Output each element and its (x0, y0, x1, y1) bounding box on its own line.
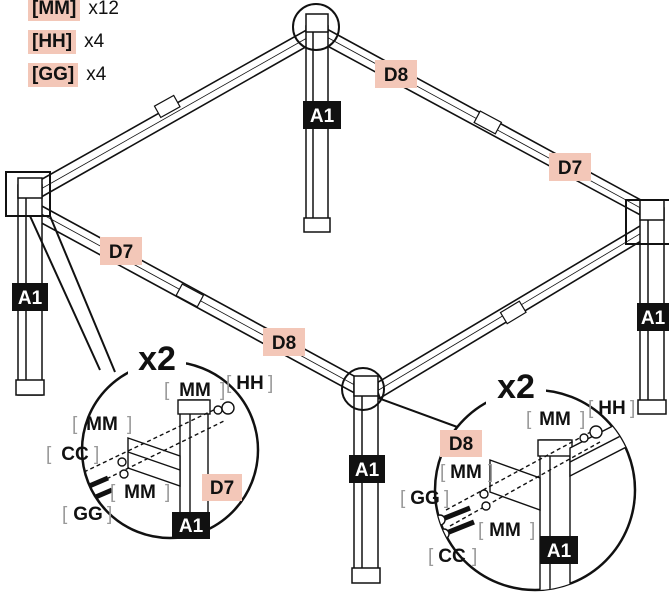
corner-marker-right (625, 199, 669, 245)
svg-text:]: ] (165, 482, 170, 503)
svg-text:[: [ (440, 462, 446, 483)
hardware-label-hh: HH [ ] (588, 398, 635, 419)
svg-text:[: [ (72, 414, 78, 435)
hardware-code: MM (539, 409, 571, 430)
detail-beam-label: D7 (202, 474, 242, 501)
part-qty: x4 (86, 63, 107, 85)
svg-text:]: ] (630, 398, 635, 419)
svg-text:[: [ (62, 504, 68, 525)
label-text: A1 (355, 460, 380, 481)
label-a1-back: A1 (303, 101, 341, 129)
svg-text:]: ] (94, 444, 99, 465)
hardware-label-gg: GG [ ] (62, 504, 112, 525)
parts-list: [MM] x12 [HH] x4 [GG] x4 (28, 0, 119, 91)
label-d7-front: D7 (100, 237, 142, 265)
detail-callout-right: x2 MM [ ] HH [ ] D8 MM [ ] GG [ (400, 366, 637, 592)
detail-post-label: A1 (172, 512, 210, 539)
detail-beam-label: D8 (440, 430, 482, 457)
svg-text:]: ] (444, 488, 449, 509)
hardware-label-cc: CC [ ] (428, 546, 477, 567)
svg-text:[: [ (46, 444, 52, 465)
hardware-code: GG (410, 488, 440, 509)
svg-text:]: ] (580, 409, 585, 430)
svg-text:[: [ (400, 488, 406, 509)
hardware-code: GG (73, 504, 103, 525)
hardware-label-cc: CC [ ] (46, 444, 99, 465)
hardware-label-mm-2: MM [ ] (72, 414, 132, 435)
label-text: A1 (179, 516, 204, 537)
svg-text:[: [ (478, 520, 484, 541)
label-text: A1 (547, 541, 572, 562)
svg-text:]: ] (127, 414, 132, 435)
hardware-code: MM (124, 482, 156, 503)
svg-text:[: [ (110, 482, 116, 503)
detail-callout-left: x2 MM [ ] HH [ ] MM [ ] CC [ ] M (46, 338, 273, 540)
corner-marker-front (341, 367, 385, 411)
part-qty: x12 (88, 0, 119, 19)
label-a1-front: A1 (349, 455, 385, 483)
hardware-code: MM (450, 462, 482, 483)
label-text: A1 (641, 308, 666, 329)
parts-list-item: [GG] x4 (28, 58, 119, 91)
svg-text:]: ] (530, 520, 535, 541)
svg-text:]: ] (268, 373, 273, 394)
hardware-label-mm: MM [ ] (164, 380, 225, 401)
part-code: [GG] (28, 62, 79, 87)
label-text: D7 (558, 158, 582, 179)
label-d7-back: D7 (549, 153, 591, 181)
label-text: D7 (210, 478, 234, 499)
hardware-label-gg: GG [ ] (400, 488, 449, 509)
svg-text:[: [ (164, 380, 170, 401)
label-a1-left: A1 (12, 283, 48, 311)
part-qty: x4 (84, 30, 105, 52)
svg-text:[: [ (428, 546, 434, 567)
svg-text:[: [ (588, 398, 594, 419)
svg-text:]: ] (220, 380, 225, 401)
label-text: D8 (384, 65, 408, 86)
label-d8-front: D8 (263, 328, 305, 356)
svg-text:[: [ (226, 373, 232, 394)
svg-text:]: ] (472, 546, 477, 567)
svg-text:]: ] (107, 504, 112, 525)
corner-marker-back (292, 3, 340, 51)
label-text: D7 (109, 242, 133, 263)
svg-text:]: ] (488, 462, 493, 483)
hardware-label-mm: MM [ ] (526, 409, 585, 430)
parts-list-item: [MM] x12 (28, 0, 119, 25)
hardware-label-mm-3: MM [ ] (110, 482, 170, 503)
part-code: [HH] (28, 29, 77, 54)
corner-marker-left (5, 171, 51, 217)
svg-text:[: [ (526, 409, 532, 430)
label-text: D8 (449, 434, 473, 455)
detail-multiplier: x2 (497, 368, 535, 406)
hardware-code: CC (438, 546, 466, 567)
hardware-code: MM (179, 380, 211, 401)
label-text: A1 (310, 106, 335, 127)
hardware-label-mm-3: MM [ ] (478, 520, 535, 541)
hardware-code: CC (61, 444, 89, 465)
hardware-label-mm-2: MM [ ] (440, 462, 493, 483)
detail-post-label: A1 (540, 536, 578, 564)
label-a1-right: A1 (637, 303, 669, 331)
label-text: D8 (272, 333, 296, 354)
part-code: [MM] (28, 0, 81, 21)
label-text: A1 (18, 288, 43, 309)
hardware-code: HH (598, 398, 625, 419)
hardware-code: HH (236, 373, 263, 394)
parts-list-item: [HH] x4 (28, 25, 119, 58)
hardware-code: MM (86, 414, 118, 435)
frame-beams (26, 26, 651, 400)
hardware-label-hh: HH [ ] (226, 373, 273, 394)
label-d8-back: D8 (375, 60, 417, 88)
hardware-code: MM (489, 520, 521, 541)
detail-multiplier: x2 (138, 340, 176, 378)
